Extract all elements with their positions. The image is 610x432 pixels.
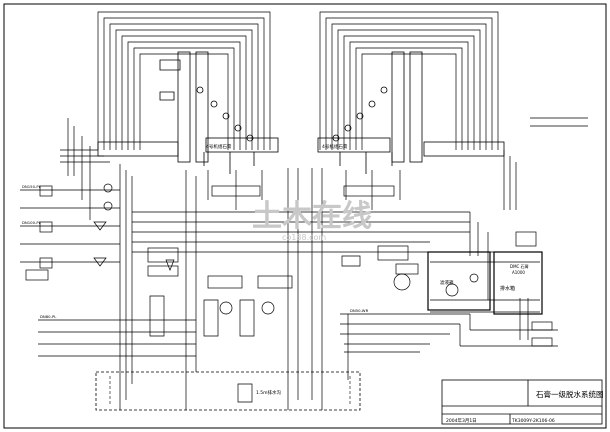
left-pipe-network [20,118,196,410]
central-pipe-network [132,168,470,410]
upper-left-cable-bundle [97,11,271,150]
upper-right-equipment [317,51,505,174]
watermark-cn: 土木在线 [252,199,372,234]
right-box-label: DMC 石膏 [510,263,529,269]
right-box-label-2: A1000 [512,270,525,275]
central-left-label: 4号机组石膏 [206,143,232,150]
watermark-en: co188.com [282,233,326,242]
drawing-border [3,3,607,429]
tag-c: DN80-PL [40,314,57,319]
central-right-label: 4号机组石膏 [322,143,348,150]
tag-d: DN50-WR [350,308,369,313]
title-block-number: TK3009Y-2K106-06 [511,418,555,424]
tag-a: DN150-PL [22,184,42,189]
drain-tank [493,251,543,315]
drain-tank-label: 排水箱 [500,285,515,292]
lower-right-branches [340,313,558,380]
tag-b: DN100-PL [22,220,42,225]
filtrate-tank-label: 滤液箱 [440,279,454,286]
upper-left-equipment [97,51,279,174]
right-pipe-network [377,117,588,340]
upper-right-cable-bundle [319,11,499,150]
title-block-title: 石膏一级脱水系统图 [536,389,604,399]
drainage-trench [95,371,361,411]
title-block-date: 2004年3月1日 [446,417,477,424]
trench-inner [109,376,351,404]
filtrate-tank [427,251,491,311]
drain-label: 1.5m排水沟 [256,389,282,396]
title-block [441,379,603,425]
